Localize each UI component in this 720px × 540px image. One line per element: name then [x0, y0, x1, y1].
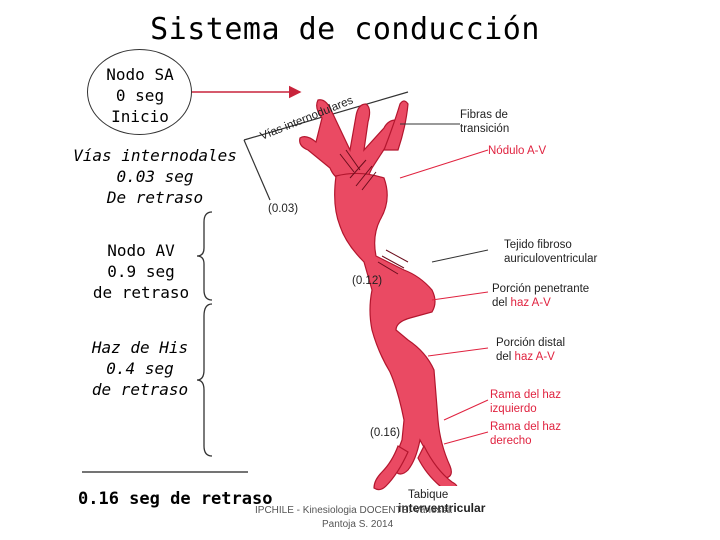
nodo-av-text: Nodo AV 0.9 seg de retraso — [86, 240, 196, 303]
time-label-016: (0.16) — [370, 427, 400, 439]
rama-izq-label-1: Rama del haz — [490, 389, 561, 401]
porcion-penetrante-del: del — [492, 297, 511, 309]
vias-line-1: Vías internodales — [73, 146, 237, 165]
footer-line-2: Pantoja S. 2014 — [322, 519, 394, 530]
porcion-penetrante-label-1: Porción penetrante — [492, 283, 589, 295]
nodo-sa-line-1: Nodo SA — [106, 65, 174, 84]
porcion-distal-haz: haz A-V — [515, 351, 556, 363]
fibras-label-1: Fibras de — [460, 109, 508, 121]
nodo-sa-text: Nodo SA 0 seg Inicio — [82, 64, 198, 127]
bottom-retraso-text: 0.16 seg de retraso — [78, 489, 273, 509]
footer-line-1: IPCHILE - Kinesiologia DOCENTE: Vanessa — [255, 505, 453, 516]
time-label-003: (0.03) — [268, 203, 298, 215]
tabique-label-2: interventricular — [398, 501, 486, 515]
vias-line-2: 0.03 seg — [116, 167, 194, 186]
nodo-sa-circle — [87, 49, 192, 135]
porcion-distal-del: del — [496, 351, 515, 363]
nodo-av-line-3: de retraso — [92, 283, 190, 302]
porcion-penetrante-label-2: del haz A-V — [492, 297, 551, 309]
nodo-av-line-1: Nodo AV — [107, 241, 175, 260]
haz-line-3: de retraso — [91, 380, 189, 399]
haz-line-2: 0.4 seg — [106, 359, 174, 378]
vias-internodales-text: Vías internodales 0.03 seg De retraso — [60, 145, 250, 208]
fibras-label-2: transición — [460, 123, 509, 135]
porcion-penetrante-haz: haz A-V — [511, 297, 552, 309]
tabique-box — [398, 486, 476, 514]
vias-line-3: De retraso — [106, 188, 204, 207]
haz-line-1: Haz de His — [91, 338, 189, 357]
tejido-label-2: auriculoventricular — [504, 253, 597, 265]
porcion-distal-label-2: del haz A-V — [496, 351, 555, 363]
brace-nodo-av — [196, 211, 213, 301]
rama-der-label-2: derecho — [490, 435, 532, 447]
tejido-label-1: Tejido fibroso — [504, 239, 572, 251]
nodulo-av-label: Nódulo A-V — [488, 145, 547, 157]
nodo-sa-line-3: Inicio — [111, 107, 169, 126]
nodo-av-line-2: 0.9 seg — [107, 262, 175, 281]
rama-der-label-1: Rama del haz — [490, 421, 561, 433]
atrial-branch-right — [383, 100, 409, 151]
rama-izq-label-2: izquierdo — [490, 403, 537, 415]
porcion-distal-label-1: Porción distal — [496, 337, 565, 349]
nodo-sa-line-2: 0 seg — [115, 86, 165, 105]
bundle-branch-right — [373, 445, 409, 491]
haz-de-his-text: Haz de His 0.4 seg de retraso — [82, 337, 198, 400]
time-label-012: (0.12) — [352, 275, 382, 287]
page-title: Sistema de conducción — [150, 12, 540, 47]
tabique-label-1: Tabique — [408, 489, 448, 501]
brace-haz-de-his — [196, 303, 213, 457]
